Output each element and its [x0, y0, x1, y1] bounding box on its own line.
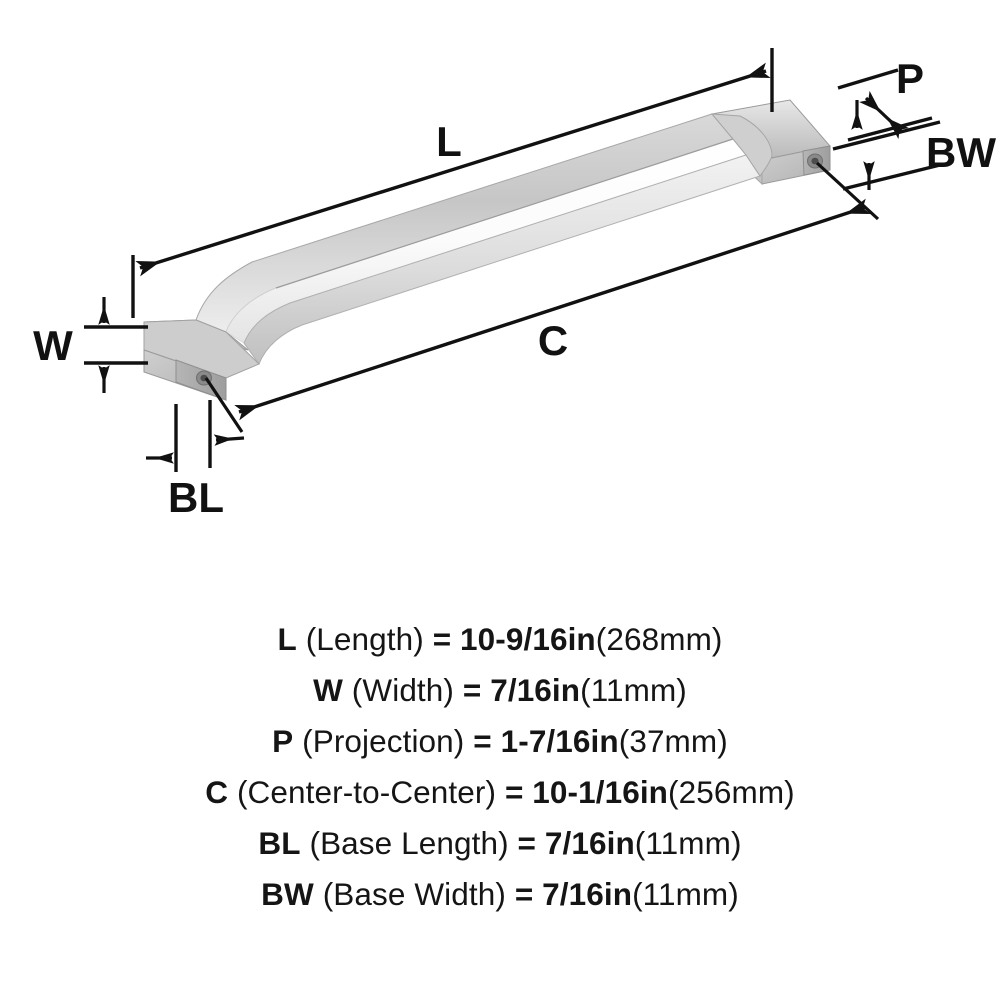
dimension-label-W: W	[33, 322, 73, 369]
specification-list: L (Length) = 10-9/16in(268mm) W (Width) …	[0, 614, 1000, 920]
spec-metric-P: (37mm)	[618, 723, 728, 759]
C-dimension-line	[234, 198, 871, 421]
P-dimension-line	[859, 90, 909, 140]
spec-eq-W: =	[462, 672, 482, 708]
dimension-C: C	[204, 161, 880, 433]
spec-row-width: W (Width) = 7/16in(11mm)	[0, 665, 1000, 716]
diagram-canvas: L C W	[33, 48, 996, 521]
spec-metric-BW: (11mm)	[632, 876, 739, 912]
dimension-label-BL: BL	[168, 474, 224, 521]
spec-eq-BL: =	[517, 825, 537, 861]
dimension-W: W	[33, 297, 148, 393]
dimension-diagram: L C W	[33, 48, 996, 521]
spec-imperial-BL: 7/16in	[544, 825, 635, 861]
spec-imperial-BW: 7/16in	[542, 876, 633, 912]
spec-row-center-to-center: C (Center-to-Center) = 10-1/16in(256mm)	[0, 767, 1000, 818]
cabinet-pull-render	[143, 99, 831, 401]
spec-key-L: L	[277, 621, 297, 657]
spec-key-BL: BL	[258, 825, 301, 861]
spec-name-W: (Width)	[351, 672, 454, 708]
dimension-label-P: P	[896, 55, 924, 102]
BW-extension-lower	[842, 163, 941, 191]
right-screw-hole-inner	[811, 157, 819, 165]
spec-row-base-length: BL (Base Length) = 7/16in(11mm)	[0, 818, 1000, 869]
spec-imperial-C: 10-1/16in	[532, 774, 669, 810]
spec-row-length: L (Length) = 10-9/16in(268mm)	[0, 614, 1000, 665]
dimension-label-BW: BW	[926, 129, 996, 176]
spec-name-P: (Projection)	[302, 723, 465, 759]
spec-row-base-width: BW (Base Width) = 7/16in(11mm)	[0, 869, 1000, 920]
spec-key-BW: BW	[261, 876, 314, 912]
spec-metric-W: (11mm)	[580, 672, 687, 708]
spec-eq-C: =	[504, 774, 524, 810]
spec-key-C: C	[205, 774, 229, 810]
spec-metric-BL: (11mm)	[634, 825, 742, 861]
spec-name-C: (Center-to-Center)	[236, 774, 497, 810]
spec-eq-BW: =	[514, 876, 534, 912]
spec-metric-L: (268mm)	[595, 621, 723, 657]
spec-row-projection: P (Projection) = 1-7/16in(37mm)	[0, 716, 1000, 767]
spec-eq-L: =	[432, 621, 452, 657]
spec-imperial-W: 7/16in	[490, 672, 581, 708]
spec-key-W: W	[313, 672, 343, 708]
dimension-BW: BW	[832, 120, 996, 191]
BW-extension-upper	[832, 120, 941, 151]
C-leader-left	[204, 377, 244, 433]
spec-name-BW: (Base Width)	[322, 876, 506, 912]
spec-metric-C: (256mm)	[668, 774, 795, 810]
spec-imperial-P: 1-7/16in	[500, 723, 619, 759]
spec-imperial-L: 10-9/16in	[460, 621, 596, 657]
spec-name-BL: (Base Length)	[309, 825, 509, 861]
left-foot	[143, 319, 260, 401]
spec-eq-P: =	[473, 723, 492, 759]
P-extension-upper	[837, 68, 899, 90]
dimension-label-C: C	[538, 317, 568, 364]
dimension-BL: BL	[146, 400, 245, 521]
BL-arrow-left	[213, 434, 245, 446]
spec-key-P: P	[272, 723, 294, 759]
dimension-label-L: L	[436, 118, 462, 165]
grip-bar-seam	[275, 138, 734, 289]
spec-name-L: (Length)	[305, 621, 424, 657]
dimension-P: P	[837, 55, 933, 142]
